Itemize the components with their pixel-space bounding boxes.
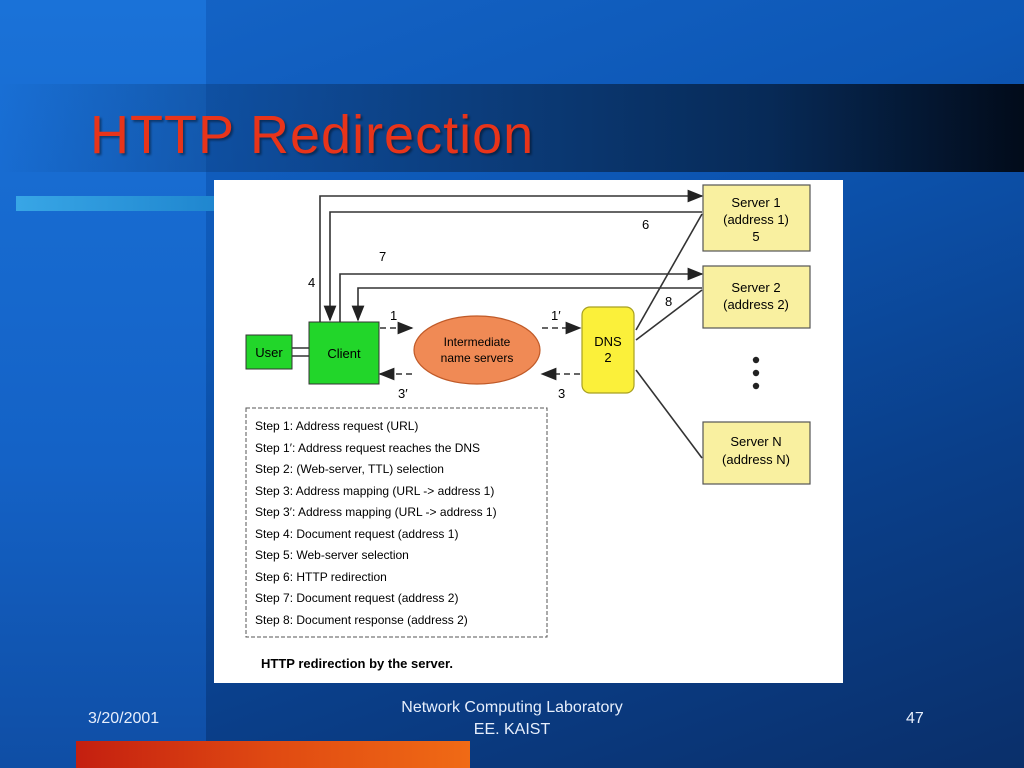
- arrow-8: [351, 287, 702, 322]
- client-label: Client: [327, 346, 361, 361]
- redirection-diagram: User Client Intermediate name servers DN…: [245, 184, 811, 671]
- label-7: 7: [379, 249, 386, 264]
- http-redirection-figure: User Client Intermediate name servers DN…: [214, 180, 843, 683]
- label-4: 4: [308, 275, 315, 290]
- step-item: Step 4: Document request (address 1): [255, 527, 458, 541]
- arrow-4: [319, 189, 704, 322]
- step-item: Step 3: Address mapping (URL -> address …: [255, 484, 494, 498]
- label-6: 6: [642, 217, 649, 232]
- label-1-prime: 1′: [551, 308, 561, 323]
- server-1-label-3: 5: [752, 229, 759, 244]
- step-item: Step 7: Document request (address 2): [255, 591, 458, 605]
- step-item: Step 1: Address request (URL): [255, 419, 418, 433]
- slide-title: HTTP Redirection: [90, 105, 535, 165]
- page-number: 47: [906, 710, 924, 727]
- dns-server-links: [635, 213, 703, 459]
- dns-box: [581, 306, 635, 394]
- footer-lab-line-1: Network Computing Laboratory: [401, 699, 623, 716]
- user-label: User: [255, 345, 283, 360]
- server-n-box: [702, 421, 811, 485]
- footer-date: 3/20/2001: [88, 710, 160, 727]
- step-item: Step 5: Web-server selection: [255, 548, 409, 562]
- server-1-box: [702, 184, 811, 252]
- client-box: [308, 321, 380, 385]
- step-item: Step 2: (Web-server, TTL) selection: [255, 462, 444, 476]
- step-item: Step 8: Document response (address 2): [255, 613, 468, 627]
- label-3: 3: [558, 386, 565, 401]
- server-n-label-1: Server N: [730, 434, 781, 449]
- step-item: Step 3′: Address mapping (URL -> address…: [255, 505, 497, 519]
- arrow-7: [339, 267, 704, 322]
- intermediate-label-1: Intermediate: [444, 335, 511, 349]
- server-1-label-1: Server 1: [731, 195, 780, 210]
- steps-list: Step 1: Address request (URL) Step 1′: A…: [255, 419, 497, 627]
- step-item: Step 1′: Address request reaches the DNS: [255, 441, 480, 455]
- dns-label-2: 2: [604, 350, 611, 365]
- arrow-6: [323, 211, 702, 322]
- server-n-label-2: (address N): [722, 452, 790, 467]
- server-1-label-2: (address 1): [723, 212, 789, 227]
- intermediate-label-2: name servers: [441, 351, 514, 365]
- title-band: [0, 84, 1024, 172]
- label-3-prime: 3′: [398, 386, 408, 401]
- step-item: Step 6: HTTP redirection: [255, 570, 387, 584]
- server-2-box: [702, 265, 811, 329]
- more-servers-dots: [752, 356, 760, 390]
- server-2-label-1: Server 2: [731, 280, 780, 295]
- dns-label-1: DNS: [594, 334, 622, 349]
- footer-lab-line-2: EE. KAIST: [473, 721, 551, 738]
- accent-bar: [16, 196, 216, 211]
- footer-lab: Network Computing Laboratory EE. KAIST: [362, 697, 662, 741]
- server-2-label-2: (address 2): [723, 297, 789, 312]
- label-1: 1: [390, 308, 397, 323]
- user-client-link: [292, 347, 309, 357]
- footer-accent-bar: [76, 741, 470, 768]
- figure-caption: HTTP redirection by the server.: [261, 656, 453, 671]
- steps-box: [245, 407, 548, 638]
- intermediate-name-servers: [413, 315, 541, 385]
- label-8: 8: [665, 294, 672, 309]
- user-box: [245, 334, 293, 370]
